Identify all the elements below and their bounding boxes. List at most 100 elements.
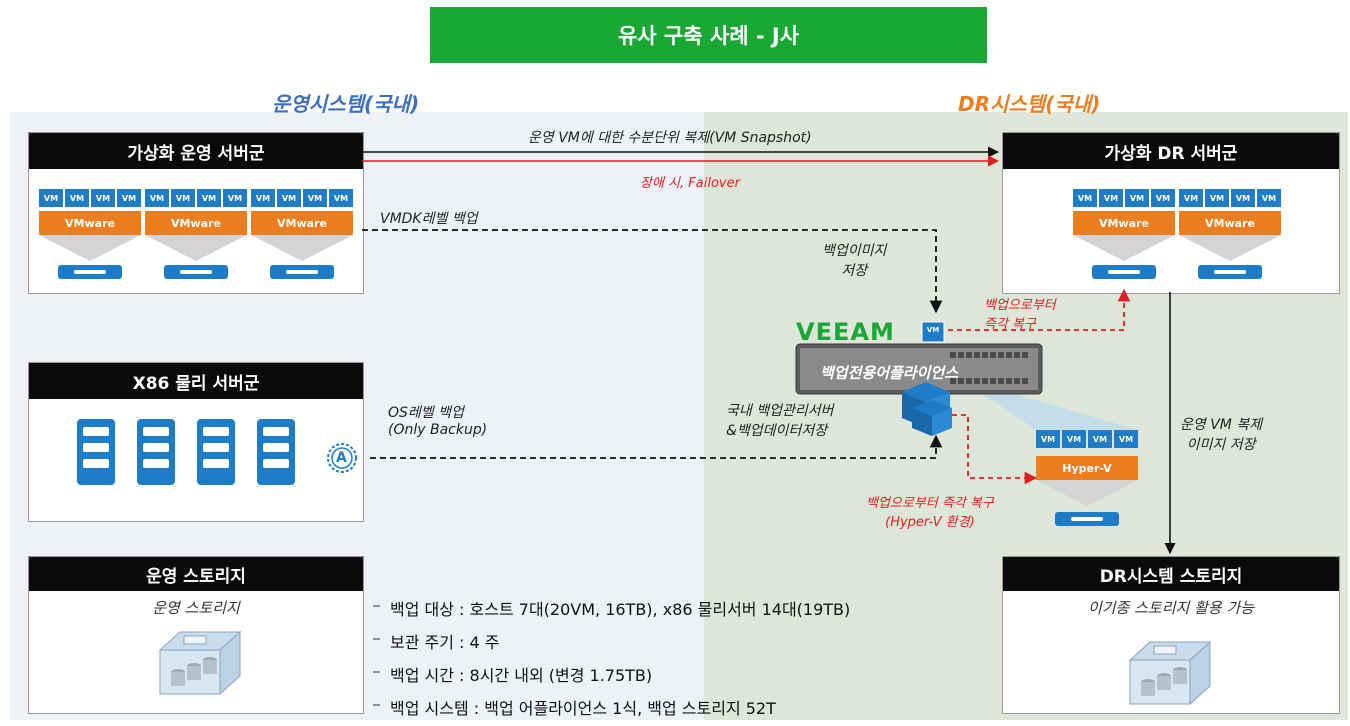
snapshot-label: 운영 VM에 대한 수분단위 복제(VM Snapshot)	[528, 130, 812, 146]
prod-storage-caption: 운영 스토리지	[152, 599, 240, 617]
backup-image-line1: 백업이미지	[822, 243, 887, 259]
x86-physical-box: X86 물리 서버군	[28, 362, 364, 522]
os-backup-arrow	[370, 434, 943, 459]
vm-icon: VM	[329, 189, 353, 207]
vm-icon: VM	[277, 189, 301, 207]
veeam-logo: VEEAM	[796, 318, 895, 346]
page-title: 유사 구축 사례 - J사	[430, 7, 987, 63]
funnel-shape	[39, 235, 141, 261]
virtualization-prod-title: 가상화 운영 서버군	[29, 133, 363, 169]
vm-icon: VM	[91, 189, 115, 207]
virtualization-dr-box: 가상화 DR 서버군 VM VM VM VM VMware VM VM VM V…	[1002, 132, 1340, 294]
storage-array-icon	[1128, 640, 1212, 706]
storage-array-icon	[158, 630, 242, 696]
recovery-dr-line2: 즉각 복구	[984, 317, 1036, 332]
vm-icon: VM	[1125, 189, 1149, 207]
host-server-icon	[58, 265, 122, 279]
vm-icon: VM	[197, 189, 221, 207]
hyperv-host: VM VM VM VM Hyper-V	[1036, 430, 1138, 530]
prod-host-3: VM VM VM VM VMware	[251, 189, 353, 279]
vm-icon: VM	[1062, 430, 1086, 448]
appliance-name: 백업전용어플라이언스	[820, 364, 959, 382]
backup-appliance-icon	[795, 321, 1043, 395]
vm-icon: VM	[251, 189, 275, 207]
os-backup-line1: OS레벨 백업	[388, 405, 464, 421]
vm-icon: VM	[1151, 189, 1175, 207]
physical-server-icon	[257, 419, 295, 485]
vmware-label: VMware	[39, 211, 141, 235]
failover-label: 장애 시, Failover	[640, 176, 740, 191]
summary-item: 백업 시간 : 8시간 내외 (변경 1.75TB)	[390, 666, 653, 685]
vm-icon: VM	[1205, 189, 1229, 207]
recovery-dr-line1: 백업으로부터	[984, 298, 1056, 313]
vm-icon: VM	[171, 189, 195, 207]
recovery-dr-arrow	[948, 288, 1131, 331]
backup-agent-icon	[327, 443, 357, 473]
vm-icon: VM	[1073, 189, 1097, 207]
vm-icon: VM	[1179, 189, 1203, 207]
vm-icon: VM	[65, 189, 89, 207]
vm-icon: VM	[223, 189, 247, 207]
prod-host-2: VM VM VM VM VMware	[145, 189, 247, 279]
prod-storage-title: 운영 스토리지	[29, 557, 363, 591]
host-server-icon	[1092, 265, 1156, 279]
backup-storage-cubes-icon	[902, 382, 952, 436]
replica-label: 운영 VM 복제 이미지 저장	[1180, 414, 1262, 454]
x86-physical-title: X86 물리 서버군	[29, 363, 363, 399]
vmware-label: VMware	[251, 211, 353, 235]
vm-icon: VM	[117, 189, 141, 207]
funnel-shape	[1179, 235, 1281, 261]
appliance-caption: 국내 백업관리서버 &백업데이터저장	[726, 400, 834, 440]
vm-icon: VM	[1257, 189, 1281, 207]
funnel-shape	[1036, 480, 1138, 506]
physical-server-icon	[77, 419, 115, 485]
vm-icon: VM	[303, 189, 327, 207]
replica-line1: 운영 VM 복제	[1180, 417, 1263, 433]
host-server-icon	[164, 265, 228, 279]
appliance-vm-label: VM	[926, 326, 940, 334]
dr-storage-title: DR시스템 스토리지	[1003, 557, 1339, 591]
appliance-caption-line1: 국내 백업관리서버	[726, 403, 834, 419]
virtualization-dr-title: 가상화 DR 서버군	[1003, 133, 1339, 169]
host-server-icon	[1198, 265, 1262, 279]
host-server-icon	[1055, 512, 1119, 526]
recovery-hyperv-line1: 백업으로부터 즉각 복구	[866, 496, 994, 511]
agent-letter: A	[336, 450, 347, 466]
recovery-hyperv-arrow	[952, 414, 1038, 485]
vmdk-backup-label: VMDK레벨 백업	[380, 211, 478, 227]
virtualization-prod-box: 가상화 운영 서버군 VM VM VM VM VMware VM VM VM V…	[28, 132, 364, 294]
vmware-label: VMware	[1179, 211, 1281, 235]
funnel-shape	[145, 235, 247, 261]
physical-server-icon	[137, 419, 175, 485]
vm-icon: VM	[1114, 430, 1138, 448]
vm-icon: VM	[1088, 430, 1112, 448]
projection-beam	[980, 392, 1138, 430]
backup-image-label: 백업이미지 저장	[822, 240, 886, 280]
prod-host-1: VM VM VM VM VMware	[39, 189, 141, 279]
backup-image-line2: 저장	[841, 263, 868, 279]
recovery-dr-label: 백업으로부터 즉각 복구	[984, 294, 1056, 332]
dr-storage-caption: 이기종 스토리지 활용 가능	[1087, 599, 1255, 617]
funnel-shape	[251, 235, 353, 261]
vm-icon: VM	[1099, 189, 1123, 207]
appliance-caption-line2: &백업데이터저장	[726, 423, 828, 439]
os-backup-label: OS레벨 백업 (Only Backup)	[388, 402, 487, 438]
vm-icon: VM	[145, 189, 169, 207]
vm-icon: VM	[1231, 189, 1255, 207]
dr-section-label: DR시스템(국내)	[958, 92, 1101, 116]
os-backup-line2: (Only Backup)	[388, 422, 488, 438]
funnel-shape	[1073, 235, 1175, 261]
recovery-hyperv-label: 백업으로부터 즉각 복구 (Hyper-V 환경)	[866, 492, 994, 530]
recovery-hyperv-line2: (Hyper-V 환경)	[885, 515, 975, 530]
physical-server-icon	[197, 419, 235, 485]
dr-host-1: VM VM VM VM VMware	[1073, 189, 1175, 279]
summary-item: 백업 대상 : 호스트 7대(20VM, 16TB), x86 물리서버 14대…	[390, 600, 851, 619]
summary-item: 백업 시스템 : 백업 어플라이언스 1식, 백업 스토리지 52T	[390, 699, 776, 718]
vmdk-backup-arrow	[362, 229, 943, 314]
replica-line2: 이미지 저장	[1186, 437, 1256, 453]
summary-item: 보관 주기 : 4 주	[390, 633, 500, 652]
production-section-label: 운영시스템(국내)	[272, 92, 420, 116]
dr-host-2: VM VM VM VM VMware	[1179, 189, 1281, 279]
vmware-label: VMware	[1073, 211, 1175, 235]
